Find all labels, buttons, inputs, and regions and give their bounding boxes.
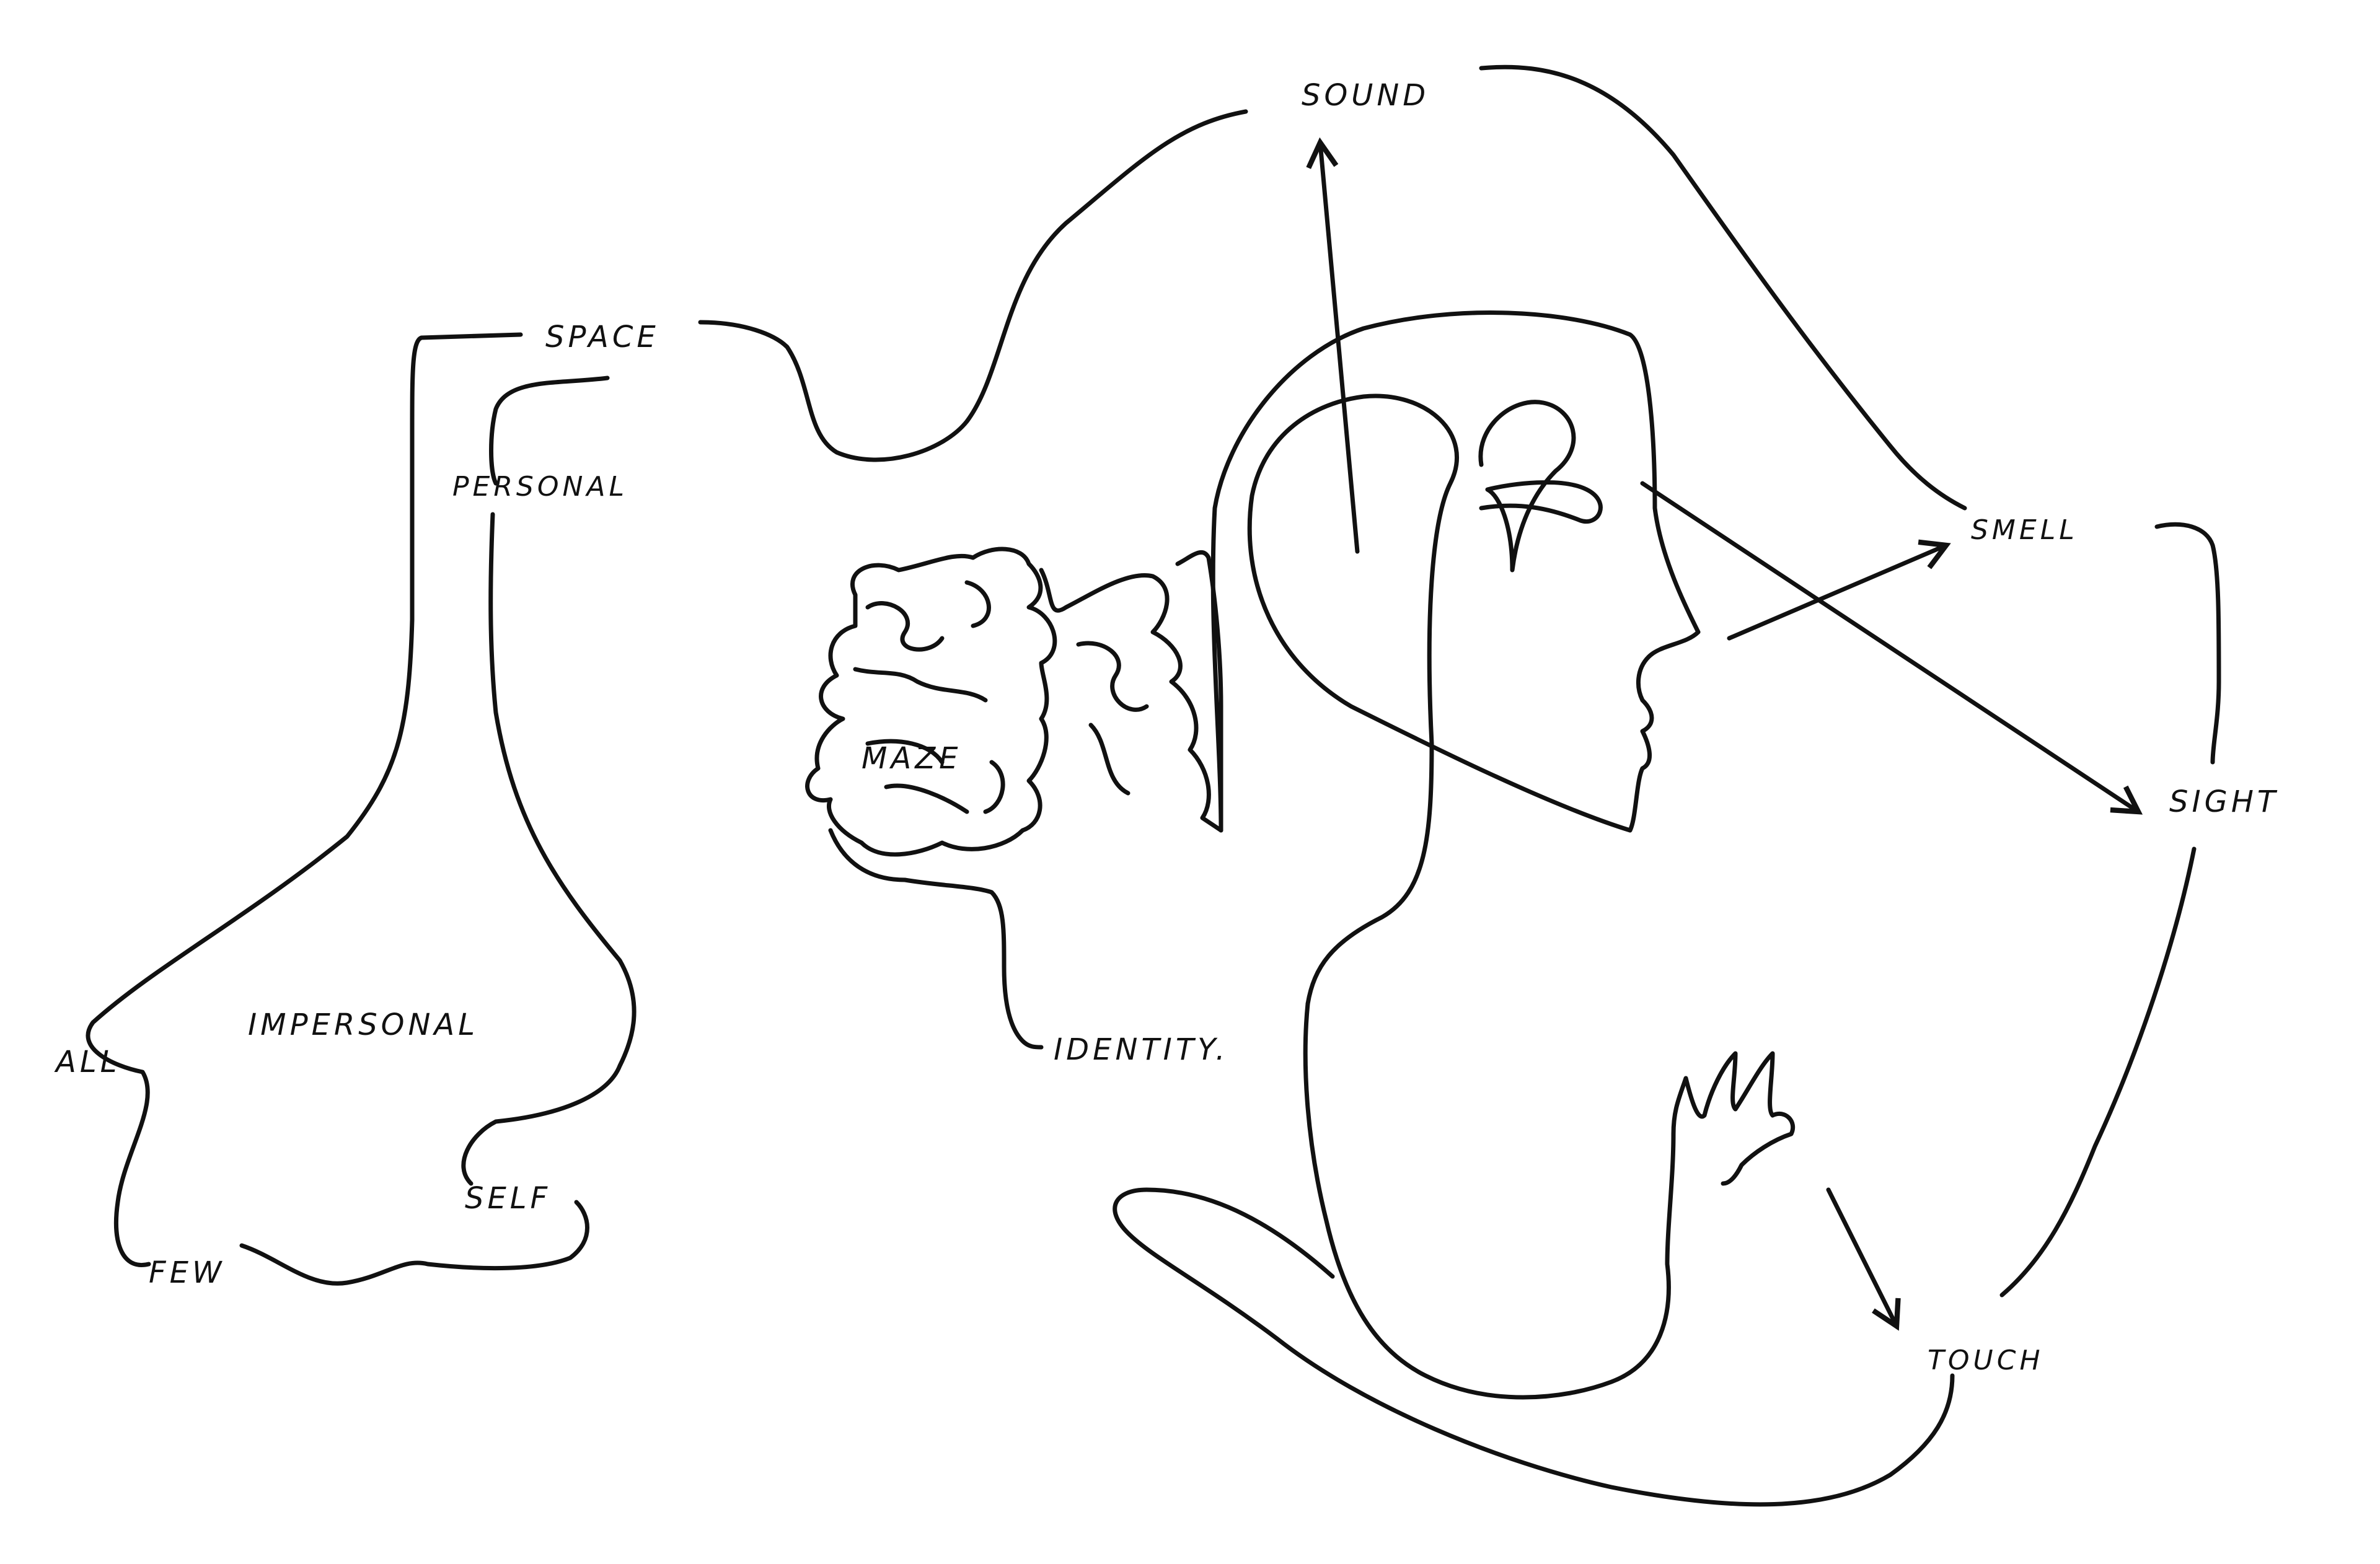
maze-right-column [1039,550,1223,833]
brain-loop [1478,400,1603,573]
label-sight: SIGHT [2169,784,2279,819]
label-maze: MAZE [862,741,961,776]
smell-sight-connector [2154,522,2221,765]
label-all: ALL [54,1045,120,1079]
label-space: SPACE [545,320,659,354]
head-profile [1210,310,1701,833]
label-few: FEW [149,1255,225,1290]
label-smell: SMELL [1971,514,2078,546]
body-lower-curve [1303,1001,1676,1400]
label-sound: SOUND [1302,78,1429,113]
sight-touch-curve [1999,846,2197,1298]
outer-profile-line [86,332,523,1267]
space-sound-curve [698,109,1248,462]
label-impersonal: IMPERSONAL [248,1008,478,1042]
label-personal: PERSONAL [452,471,628,503]
hand-fingers [1671,1051,1796,1186]
head-inner-loop [1247,393,1633,1006]
label-identity: IDENTITY. [1054,1032,1229,1067]
label-self: SELF [465,1181,551,1216]
label-touch: TOUCH [1928,1345,2044,1376]
inner-profile-line [461,376,637,1186]
lower-sweep [1113,1187,1955,1507]
lower-lip-line [239,1200,589,1286]
arrow-to-smell [1727,539,1951,641]
maze-inner-curls [853,580,1005,814]
maze-outer [805,547,1057,857]
sound-smell-arc [1479,64,1967,511]
arrow-to-sight [1640,481,2143,815]
arrow-to-touch [1826,1187,1901,1331]
arrow-to-sound [1306,137,1360,554]
maze-tail-to-identity [828,828,1044,1050]
